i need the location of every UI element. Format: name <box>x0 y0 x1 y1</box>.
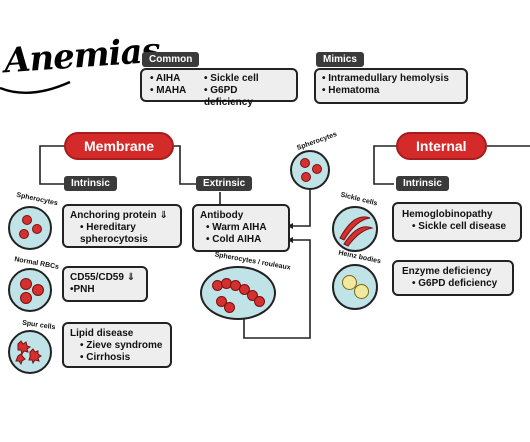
box-heading: Antibody <box>200 210 244 221</box>
spherocyte-cell-icon <box>8 206 52 250</box>
title-flourish <box>0 80 71 94</box>
lipid-disease-box: Lipid disease • Zieve syndrome • Cirrhos… <box>62 322 172 368</box>
spherocyte-cell-icon <box>290 150 330 190</box>
internal-title: Internal <box>396 132 487 160</box>
box-heading: Lipid disease <box>70 328 134 339</box>
box-item: • Hereditary spherocytosis <box>80 222 148 245</box>
mimics-item: • Intramedullary hemolysis <box>322 73 449 84</box>
spur-cell-icon <box>8 330 52 374</box>
box-item: • Warm AIHA <box>206 222 267 233</box>
box-heading: Anchoring protein ⇓ <box>70 210 168 221</box>
enzyme-deficiency-box: Enzyme deficiency • G6PD deficiency <box>392 260 514 296</box>
hemoglobinopathy-box: Hemoglobinopathy • Sickle cell disease <box>392 202 522 242</box>
membrane-title: Membrane <box>64 132 175 160</box>
mimics-tag: Mimics <box>316 52 364 67</box>
box-heading: CD55/CD59 ⇓ <box>70 272 136 283</box>
antibody-box: Antibody • Warm AIHA • Cold AIHA <box>192 204 290 252</box>
common-item: • MAHA <box>150 85 187 96</box>
box-item: •PNH <box>70 284 95 295</box>
common-item: • G6PD deficiency <box>204 85 253 108</box>
heinz-body-cell-icon <box>332 264 378 310</box>
internal-intrinsic-tag: Intrinsic <box>396 176 449 191</box>
mimics-box: • Intramedullary hemolysis • Hematoma <box>314 68 468 104</box>
cd55-cd59-box: CD55/CD59 ⇓ •PNH <box>62 266 148 302</box>
rouleaux-cell-icon <box>200 266 276 320</box>
box-item: • G6PD deficiency <box>412 278 498 289</box>
box-heading: Enzyme deficiency <box>402 266 492 277</box>
common-item: • AIHA <box>150 73 181 84</box>
common-box: • AIHA • Sickle cell • MAHA • G6PD defic… <box>140 68 298 108</box>
mimics-item: • Hematoma <box>322 85 380 96</box>
anchoring-protein-box: Anchoring protein ⇓ • Hereditary spheroc… <box>62 204 182 248</box>
box-item: • Zieve syndrome <box>80 340 163 351</box>
common-item: • Sickle cell <box>204 73 259 84</box>
sickle-cell-icon <box>332 206 378 252</box>
normal-rbc-cell-icon <box>8 268 52 312</box>
membrane-intrinsic-tag: Intrinsic <box>64 176 117 191</box>
box-item: • Cirrhosis <box>80 352 131 363</box>
box-item: • Sickle cell disease <box>412 221 507 232</box>
box-item: • Cold AIHA <box>206 234 262 245</box>
box-heading: Hemoglobinopathy <box>402 209 493 220</box>
membrane-extrinsic-tag: Extrinsic <box>196 176 253 191</box>
common-tag: Common <box>142 52 200 67</box>
